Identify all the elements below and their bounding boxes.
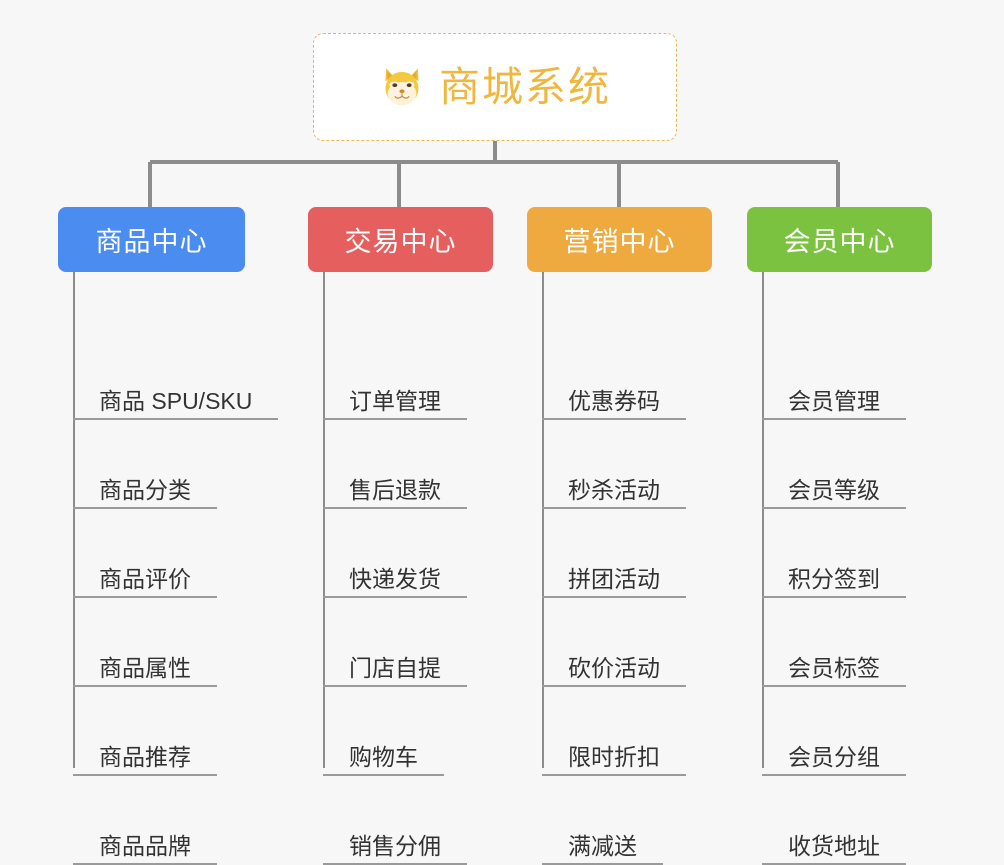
branch-column-商品中心: 商品中心 商品 SPU/SKU 商品分类 商品评价 商品属性 商品推荐 商品品牌: [58, 207, 279, 865]
leaf-label: 优惠券码: [568, 388, 660, 414]
leaf-label: 商品推荐: [99, 744, 191, 770]
leaf-node[interactable]: 收货地址: [762, 833, 906, 865]
leaf-label: 砍价活动: [568, 655, 660, 681]
leaf-label: 会员标签: [788, 655, 880, 681]
leaf-label: 门店自提: [349, 655, 441, 681]
leaf-label: 拼团活动: [568, 566, 660, 592]
branch-header-3[interactable]: 会员中心: [747, 207, 932, 272]
leaf-label: 商品 SPU/SKU: [99, 388, 253, 414]
branch-column-营销中心: 营销中心 优惠券码 秒杀活动 拼团活动 砍价活动 限时折扣 满减送: [527, 207, 712, 865]
leaf-label: 满减送: [568, 833, 637, 859]
branch-column-会员中心: 会员中心 会员管理 会员等级 积分签到 会员标签 会员分组 收货地址: [747, 207, 932, 865]
branch-header-label: 会员中心: [783, 227, 896, 257]
branch-header-label: 商品中心: [95, 227, 208, 257]
branch-header-2[interactable]: 营销中心: [527, 207, 712, 272]
leaf-node[interactable]: 商品推荐: [73, 744, 217, 777]
leaf-label: 商品分类: [99, 477, 191, 503]
leaf-label: 快递发货: [349, 566, 441, 592]
leaf-label: 会员管理: [788, 388, 880, 414]
leaf-node[interactable]: 购物车: [323, 744, 444, 777]
leaf-node[interactable]: 订单管理: [323, 388, 467, 421]
leaf-node[interactable]: 门店自提: [323, 655, 467, 688]
leaf-node[interactable]: 商品属性: [73, 655, 217, 688]
leaf-label: 会员分组: [788, 744, 880, 770]
leaf-node[interactable]: 会员标签: [762, 655, 906, 688]
leaf-node[interactable]: 商品评价: [73, 566, 217, 599]
leaf-node[interactable]: 拼团活动: [542, 566, 686, 599]
leaf-node[interactable]: 快递发货: [323, 566, 467, 599]
leaf-node[interactable]: 商品 SPU/SKU: [73, 388, 279, 421]
leaf-label: 限时折扣: [568, 744, 660, 770]
root-node[interactable]: 商城系统: [313, 33, 677, 141]
branch-header-label: 营销中心: [563, 227, 676, 257]
leaf-label: 商品品牌: [99, 833, 191, 859]
leaf-node[interactable]: 满减送: [542, 833, 663, 865]
leaf-label: 积分签到: [788, 566, 880, 592]
leaf-node[interactable]: 会员等级: [762, 477, 906, 510]
leaf-node[interactable]: 秒杀活动: [542, 477, 686, 510]
leaf-label: 商品属性: [99, 655, 191, 681]
branch-header-label: 交易中心: [344, 227, 457, 257]
leaf-label: 秒杀活动: [568, 477, 660, 503]
leaf-label: 销售分佣: [349, 833, 441, 859]
leaf-node[interactable]: 商品分类: [73, 477, 217, 510]
branch-header-1[interactable]: 交易中心: [308, 207, 493, 272]
leaf-label: 收货地址: [788, 833, 880, 859]
branch-column-交易中心: 交易中心 订单管理 售后退款 快递发货 门店自提 购物车 销售分佣: [308, 207, 493, 865]
leaf-node[interactable]: 积分签到: [762, 566, 906, 599]
leaf-node[interactable]: 会员分组: [762, 744, 906, 777]
root-title: 商城系统: [439, 63, 611, 110]
leaf-node[interactable]: 砍价活动: [542, 655, 686, 688]
leaf-label: 购物车: [349, 744, 418, 770]
mindmap-canvas: 商城系统 商品中心 商品 SPU/SKU 商品分类 商品评价 商品属性 商品推荐…: [58, 33, 932, 865]
leaf-label: 会员等级: [788, 477, 880, 503]
leaf-label: 售后退款: [349, 477, 441, 503]
leaf-node[interactable]: 会员管理: [762, 388, 906, 421]
leaf-label: 订单管理: [349, 388, 441, 414]
leaf-node[interactable]: 销售分佣: [323, 833, 467, 865]
leaf-node[interactable]: 限时折扣: [542, 744, 686, 777]
leaf-node[interactable]: 优惠券码: [542, 388, 686, 421]
leaf-node[interactable]: 售后退款: [323, 477, 467, 510]
leaf-node[interactable]: 商品品牌: [73, 833, 217, 865]
leaf-label: 商品评价: [99, 566, 191, 592]
shiba-dog-face-icon: [385, 68, 419, 107]
branch-header-0[interactable]: 商品中心: [58, 207, 245, 272]
